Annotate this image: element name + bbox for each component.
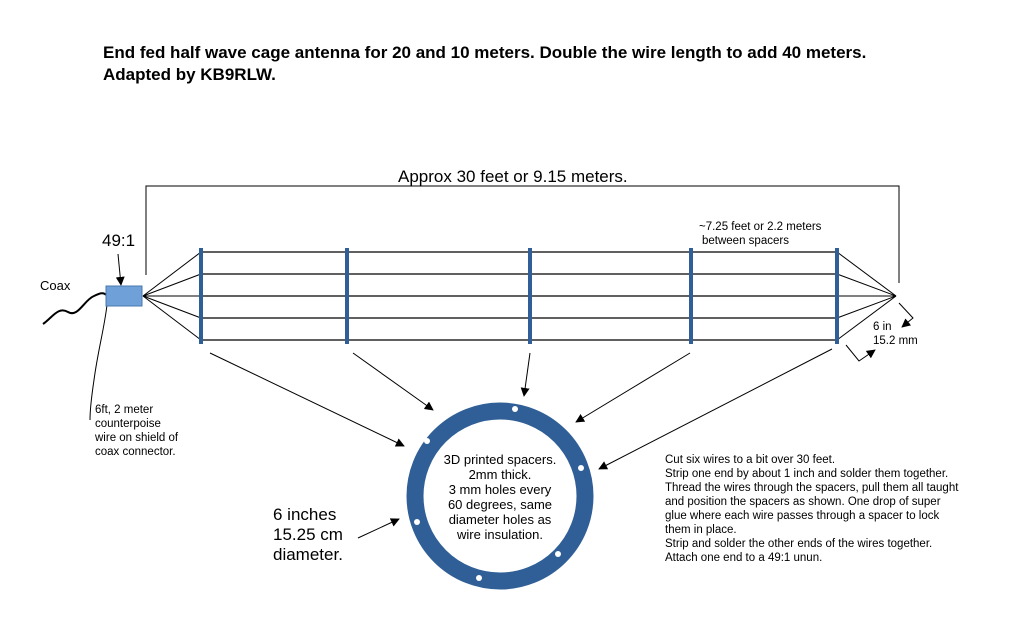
counterpoise-wire	[89, 304, 108, 421]
spacers-side-view	[199, 248, 839, 344]
instruction-line: Thread the wires through the spacers, pu…	[665, 482, 959, 494]
instruction-line: them in place.	[665, 524, 737, 536]
instruction-line: Cut six wires to a bit over 30 feet.	[665, 454, 836, 466]
spacer-ring	[406, 402, 594, 590]
spacer-desc-line: diameter holes as	[448, 512, 552, 527]
spacer-desc-line: 2mm thick.	[468, 467, 532, 482]
instruction-line: Strip one end by about 1 inch and solder…	[665, 468, 949, 480]
spacing-label: ~7.25 feet or 2.2 meters between spacers	[699, 220, 821, 248]
width-dim-top	[898, 302, 914, 328]
width-label-line-2: 15.2 mm	[873, 335, 918, 347]
spacing-label-line-2: between spacers	[702, 235, 789, 247]
width-label-line-1: 6 in	[873, 321, 892, 333]
spacing-label-line-1: ~7.25 feet or 2.2 meters	[699, 221, 822, 233]
unun-pointer-arrow	[115, 253, 125, 286]
spacer-desc-line: 3D printed spacers.	[443, 452, 557, 467]
title-line-2: Adapted by KB9RLW.	[103, 65, 276, 84]
spacer-desc-line: 60 degrees, same	[447, 497, 553, 512]
coax-label: Coax	[40, 278, 71, 293]
spacer-description: 3D printed spacers. 2mm thick. 3 mm hole…	[425, 452, 575, 542]
counterpoise-line: wire on shield of	[95, 432, 179, 444]
diameter-label: 6 inches 15.25 cm diameter.	[273, 505, 343, 565]
diameter-line: 15.25 cm	[273, 525, 343, 544]
instruction-line: Attach one end to a 49:1 unun.	[665, 552, 823, 564]
counterpoise-line: coax connector.	[95, 446, 176, 458]
length-label: Approx 30 feet or 9.15 meters.	[398, 167, 628, 186]
instruction-line: and position the spacers as shown. One d…	[665, 496, 941, 508]
instruction-line: glue where each wire passes through a sp…	[665, 510, 940, 522]
left-feed-fan	[142, 251, 202, 341]
spacer-desc-line: 3 mm holes every	[448, 482, 552, 497]
cage-wires	[201, 251, 837, 341]
diameter-line: diameter.	[273, 545, 343, 564]
diameter-pointer-arrow	[357, 518, 400, 539]
width-label: 6 in 15.2 mm	[873, 320, 918, 348]
spacer-desc-line: wire insulation.	[457, 527, 543, 542]
ring-hole	[578, 465, 584, 471]
ring-hole	[555, 551, 561, 557]
unun-box	[105, 285, 143, 307]
ring-hole	[476, 575, 482, 581]
unun-ratio-label: 49:1	[102, 231, 136, 250]
right-end-fan	[836, 251, 897, 341]
ring-hole	[414, 519, 420, 525]
instructions-block: Cut six wires to a bit over 30 feet. Str…	[665, 453, 958, 565]
coax-cable	[42, 292, 107, 325]
spacer-pointer-arrows	[209, 348, 833, 470]
title-line-1: End fed half wave cage antenna for 20 an…	[103, 43, 867, 62]
ring-hole	[424, 438, 430, 444]
width-dim-bottom	[845, 344, 876, 362]
diameter-line: 6 inches	[273, 505, 337, 524]
length-dimension-bracket	[145, 185, 900, 283]
ring-hole	[512, 406, 518, 412]
counterpoise-line: 6ft, 2 meter	[95, 404, 154, 416]
instruction-line: Strip and solder the other ends of the w…	[665, 538, 933, 550]
counterpoise-label: 6ft, 2 meter counterpoise wire on shield…	[95, 403, 178, 459]
diagram-title: End fed half wave cage antenna for 20 an…	[103, 42, 866, 86]
counterpoise-line: counterpoise	[95, 418, 161, 430]
